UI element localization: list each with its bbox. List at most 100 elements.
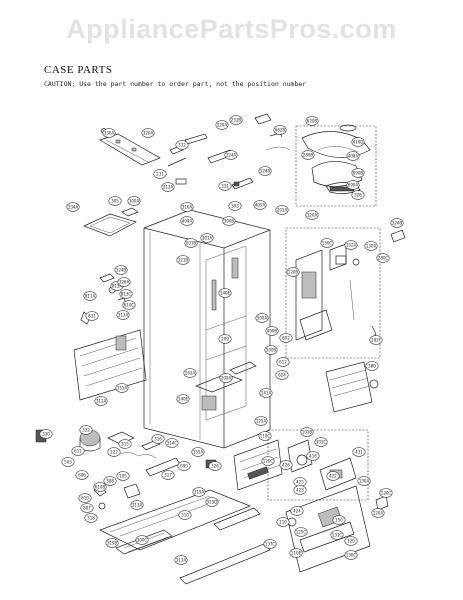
callout-label: 150: [335, 517, 343, 522]
callout-bubble: [344, 536, 358, 546]
callout-label: 110C: [260, 433, 271, 438]
callout-bubble: [176, 255, 190, 265]
callout-bubble: [115, 383, 129, 393]
callout-label: 120C: [263, 458, 274, 463]
callout-bubble: [116, 471, 130, 481]
callout-label: 125A: [256, 418, 267, 423]
callout-bubble: [130, 500, 144, 510]
part-callout: 231B: [229, 115, 243, 125]
callout-bubble: [122, 300, 136, 310]
callout-label: 105: [119, 473, 127, 478]
callout-bubble: [218, 288, 232, 298]
part-callout: 334A: [66, 202, 80, 212]
part-callout: 380: [365, 361, 379, 371]
part-callout: 802: [279, 333, 293, 343]
callout-label: 120A: [373, 510, 384, 515]
callout-label: 416: [309, 453, 317, 458]
part-callout: 329A: [215, 120, 229, 130]
callout-bubble: [176, 394, 190, 404]
callout-label: 324B: [116, 267, 127, 272]
part-callout: 282F: [369, 335, 383, 345]
part-callout: 324B: [258, 166, 272, 176]
callout-bubble: [275, 205, 289, 215]
callout-bubble: [127, 196, 141, 206]
callout-label: 500B: [266, 347, 277, 352]
part-callout: 331: [218, 181, 232, 191]
callout-label: 316: [154, 436, 162, 441]
callout-label: 330: [42, 431, 50, 436]
callout-label: 610: [81, 495, 89, 500]
callout-bubble: [79, 425, 93, 435]
part-callout: 155A: [115, 383, 129, 393]
callout-label: 280C: [378, 255, 389, 260]
callout-bubble: [305, 116, 319, 126]
part-callout: 409B: [265, 326, 279, 336]
callout-label: 130A: [359, 478, 370, 483]
callout-bubble: [178, 510, 192, 520]
callout-label: 690A: [348, 182, 359, 187]
part-callout: 813C: [119, 289, 133, 299]
callout-label: 610B: [95, 484, 106, 489]
callout-label: 690B: [353, 170, 364, 175]
callout-label: 313A: [163, 184, 174, 189]
part-callout: 120: [344, 536, 358, 546]
watermark: AppliancePartsPros.com: [66, 14, 397, 44]
part-callout: 140E: [176, 394, 190, 404]
callout-bubble: [177, 461, 191, 471]
callout-bubble: [344, 550, 358, 560]
callout-label: 310: [181, 512, 189, 517]
callout-bubble: [93, 482, 107, 492]
part-callout: 120A: [305, 210, 319, 220]
callout-bubble: [369, 335, 383, 345]
callout-bubble: [253, 200, 267, 210]
part-callout: 280C: [376, 253, 390, 263]
part-callout: 300A: [127, 196, 141, 206]
part-callout: 316A: [180, 202, 194, 212]
callout-bubble: [153, 169, 167, 179]
callout-bubble: [259, 388, 273, 398]
callout-label: 690: [180, 463, 188, 468]
callout-bubble: [376, 253, 390, 263]
left-tray: [83, 207, 139, 237]
callout-bubble: [180, 202, 194, 212]
callout-label: 410D: [353, 139, 364, 144]
part-callout: 280B: [301, 150, 315, 160]
callout-label: 280B: [303, 152, 314, 157]
callout-bubble: [264, 345, 278, 355]
right-side-parts: [325, 229, 406, 413]
control-cover-assembly: [301, 124, 371, 194]
callout-bubble: [114, 265, 128, 275]
part-callout: 423: [293, 485, 307, 495]
callout-label: 321B: [178, 257, 189, 262]
callout-bubble: [105, 538, 119, 548]
part-callout: 410D: [351, 137, 365, 147]
part-callout: 110C: [258, 431, 272, 441]
part-callout: 422: [326, 471, 340, 481]
callout-bubble: [301, 150, 315, 160]
callout-label: 110E: [291, 550, 302, 555]
callout-label: 201A: [277, 207, 288, 212]
part-callout: 624: [275, 370, 289, 380]
callout-label: 120C: [381, 490, 392, 495]
callout-label: 324B: [260, 168, 271, 173]
callout-label: 405A: [255, 202, 266, 207]
callout-label: 408A: [348, 153, 359, 158]
callout-bubble: [228, 201, 242, 211]
callout-label: 807: [83, 505, 91, 510]
part-callout: 300B: [222, 216, 236, 226]
part-callout: 201A: [275, 205, 289, 215]
callout-bubble: [229, 115, 243, 125]
callout-bubble: [85, 311, 99, 321]
callout-bubble: [352, 447, 366, 457]
callout-bubble: [84, 513, 98, 523]
callout-label: 282F: [371, 337, 382, 342]
part-callout: 150: [332, 515, 346, 525]
callout-bubble: [66, 202, 80, 212]
part-callout: 332: [175, 140, 189, 150]
callout-label: 140E: [220, 290, 231, 295]
callout-bubble: [119, 289, 133, 299]
callout-label: 326: [211, 463, 219, 468]
callout-label: 120: [347, 538, 355, 543]
callout-bubble: [293, 485, 307, 495]
